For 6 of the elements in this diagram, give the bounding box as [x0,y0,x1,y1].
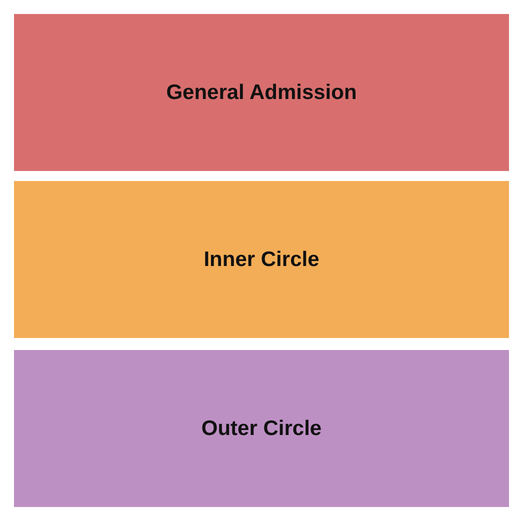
seating-section [14,350,509,507]
seating-section [14,181,509,338]
seating-section [14,14,509,171]
section-label: General Admission [166,80,357,104]
section-label: Outer Circle [201,416,322,440]
section-label: Inner Circle [204,248,320,272]
